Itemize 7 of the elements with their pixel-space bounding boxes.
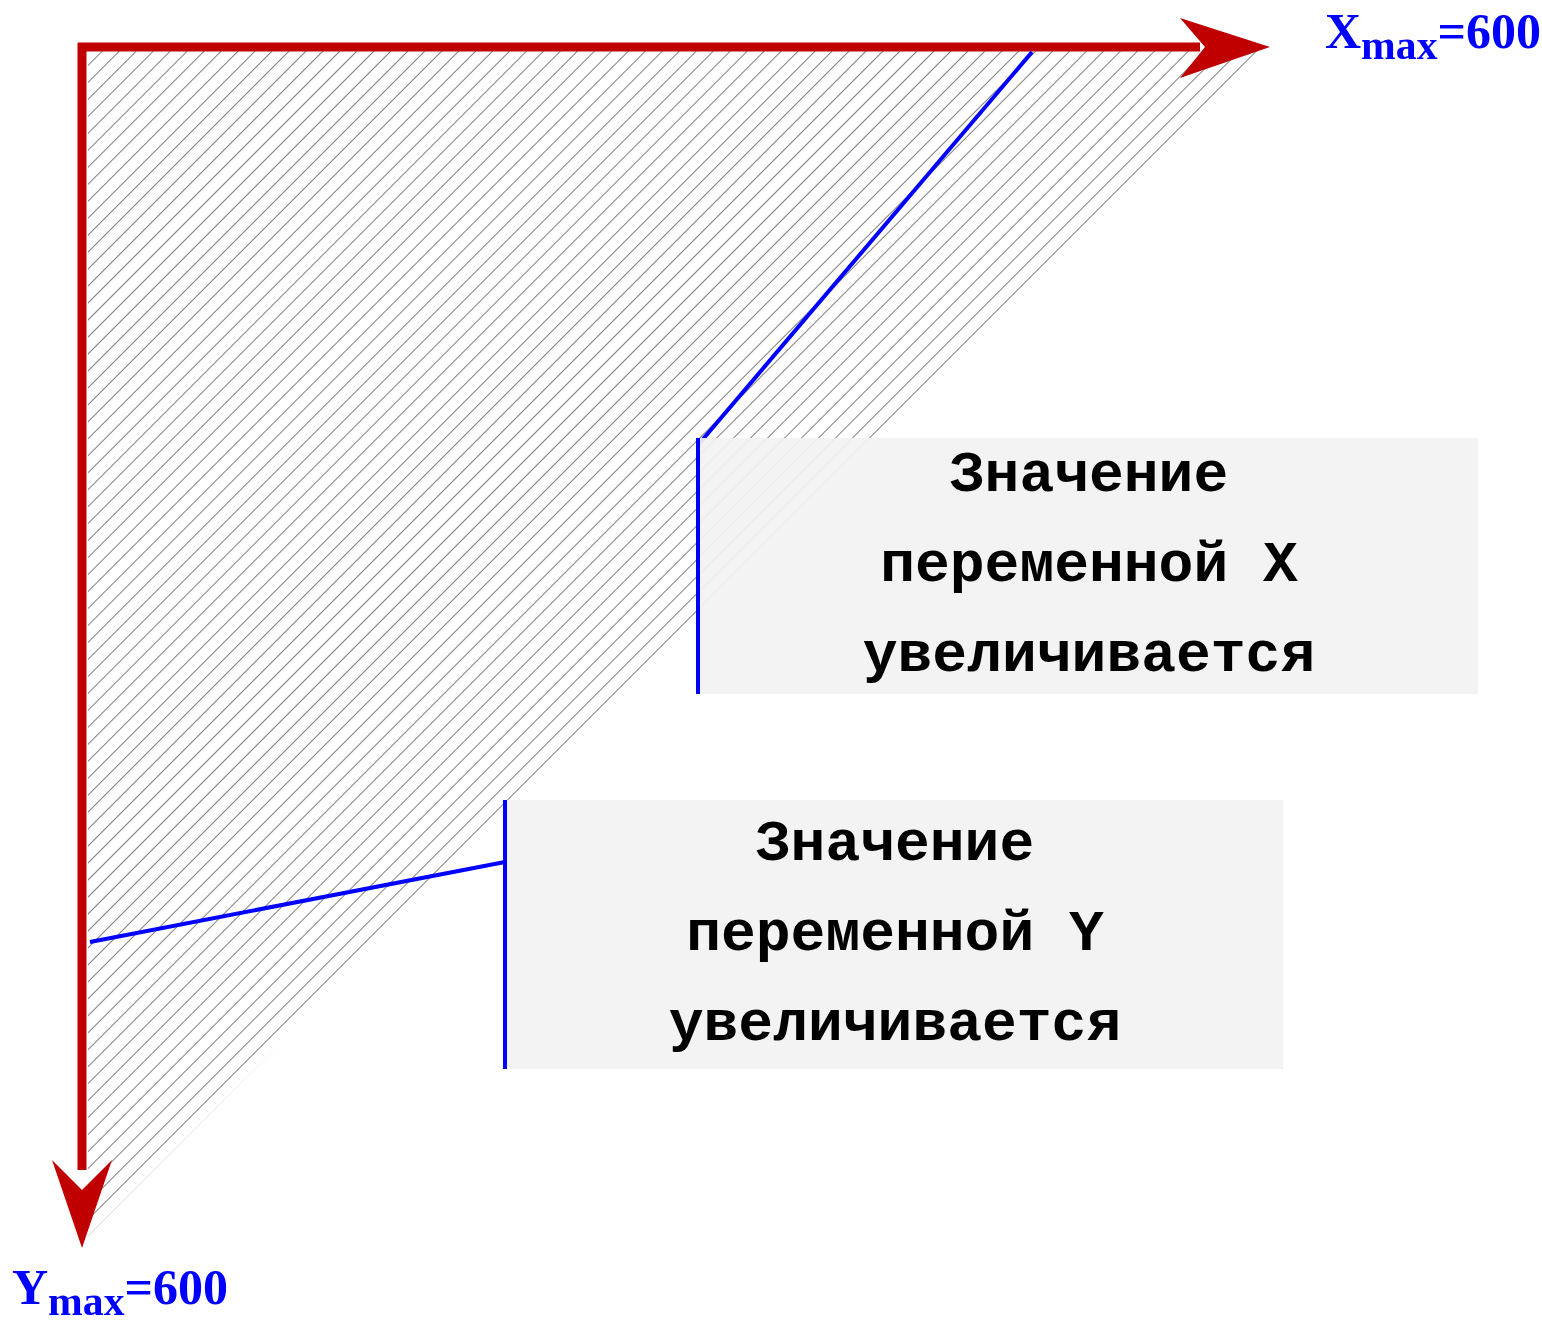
- callout-box: [696, 438, 1478, 694]
- axis-max-label: X$_{max}$=600: [1325, 2, 1541, 69]
- axis-max-label: Y$_{max}$=600: [12, 1258, 228, 1325]
- callout-box: [503, 800, 1283, 1069]
- callout-text: Значение переменной X увеличивается: [861, 442, 1317, 690]
- leader-line: [89, 860, 506, 944]
- callout-text: Значение переменной Y увеличивается: [667, 810, 1123, 1059]
